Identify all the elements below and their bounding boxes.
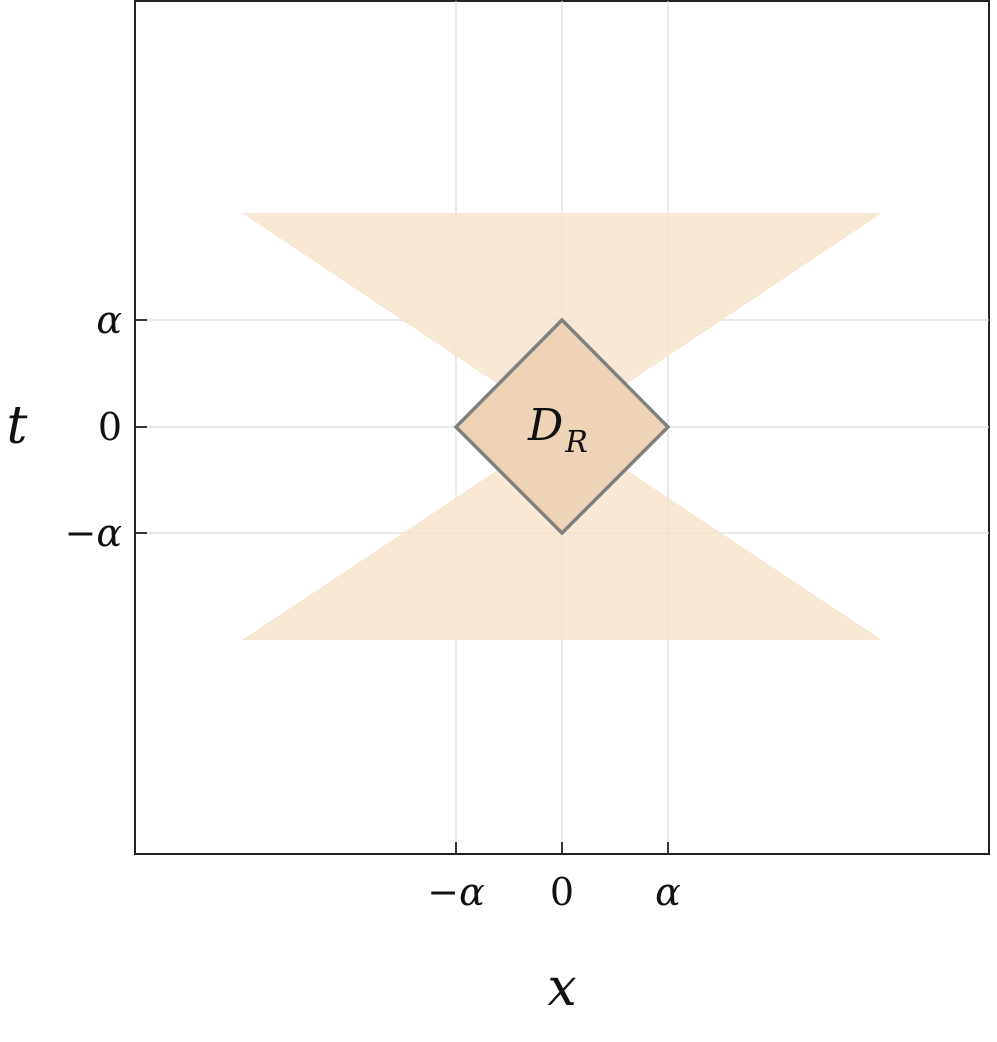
region-label-sub: R — [564, 425, 588, 460]
x-tick-label-neg: −α — [427, 870, 485, 914]
t-tick-label-pos: α — [96, 298, 122, 342]
x-tick-label-zero: 0 — [550, 870, 574, 914]
x-ticks — [455, 842, 669, 854]
t-tick-label-neg: −α — [64, 511, 122, 555]
x-axis-title: x — [547, 958, 576, 1018]
t-ticks — [135, 319, 147, 534]
region-label: DR — [527, 400, 588, 460]
diamond-region — [453, 317, 671, 536]
region-label-main: D — [527, 400, 563, 451]
t-axis-title: t — [7, 396, 28, 456]
t-tick-label-zero: 0 — [98, 405, 122, 449]
x-tick-label-pos: α — [655, 870, 681, 914]
